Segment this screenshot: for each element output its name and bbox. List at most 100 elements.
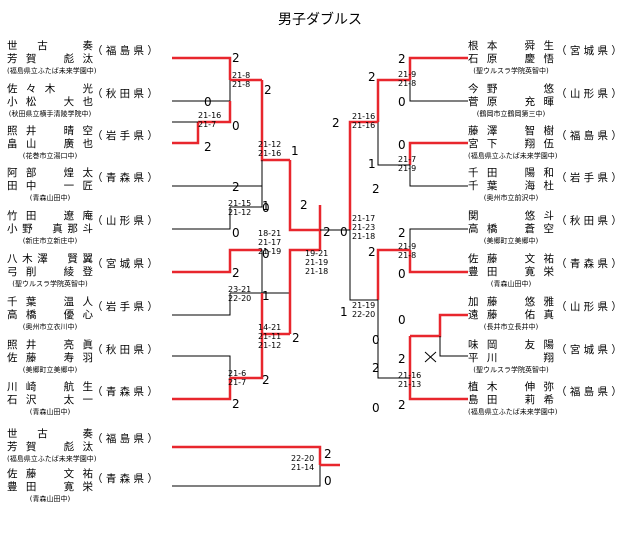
school-name: (福島県立ふたば未来学園中) [7,67,97,75]
match-score: 21-13 [398,380,421,389]
player-name: 石原 慶悟 [468,53,554,65]
player-name: 畠山 廣也 [7,138,93,150]
match-score: 21-17 [258,238,281,247]
game-count: 2 [368,70,376,84]
player-name: 佐々木 光 [7,83,93,95]
match-score: 21-14 [291,463,314,472]
left-entry: 照井 晴空畠山 廣也(花巻市立湯口中) [7,125,93,162]
match-score: 21-19 [258,247,281,256]
winner-path [410,313,468,338]
game-count: 2 [372,361,380,375]
bracket-line [377,122,410,166]
game-count: 1 [340,305,348,319]
game-count: 0 [372,401,380,415]
game-count: 2 [398,226,406,240]
match-score: 18-21 [258,229,281,238]
match-score: 21-9 [398,70,416,79]
game-count: 0 [398,313,406,327]
player-name: 佐藤 文祐 [7,468,93,480]
player-name: 竹田 遼庵 [7,210,93,222]
game-count: 1 [291,144,299,158]
player-name: 藤澤 智樹 [468,125,554,137]
match-score: 21-16 [258,149,281,158]
school-name: (福島県立ふたば未来学園中) [468,408,558,416]
bracket-line [172,355,231,378]
game-count: 2 [323,225,331,239]
left-entry: 竹田 遼庵小野 真那斗(新庄市立新庄中) [7,210,93,247]
bracket-line [409,228,468,250]
game-count: 1 [368,157,376,171]
player-name: 加藤 悠雅 [468,296,554,308]
prefecture-label: （ 青 森 県 ） [556,258,622,270]
player-name: 関 悠斗 [468,210,554,222]
match-score: 22-20 [291,454,314,463]
game-count: 0 [398,267,406,281]
match-score: 21-19 [305,258,328,267]
right-entry: 藤澤 智樹宮下 翔伍(福島県立ふたば未来学園中) [468,125,557,162]
school-name: (奥州市立衣川中) [22,323,78,331]
match-score: 21-16 [352,112,375,121]
bracket-line [409,165,468,187]
winner-path [198,101,232,124]
match-score: 22-20 [352,310,375,319]
player-name: 豊田 寛栄 [468,266,554,278]
player-name: 高橋 優心 [7,309,93,321]
prefecture-label: （ 秋 田 県 ） [556,215,622,227]
prefecture-label: （ 山 形 県 ） [556,88,622,100]
game-count: 2 [232,180,240,194]
winner-path [408,141,468,165]
game-count: 2 [368,245,376,259]
school-name: (美郷町立美郷中) [22,366,78,374]
player-name: 味岡 友陽 [468,339,554,351]
game-count: 2 [398,398,406,412]
match-score: 23-21 [228,285,251,294]
player-name: 小野 真那斗 [7,223,93,235]
match-score: 21-16 [398,371,421,380]
game-count: 1 [262,289,270,303]
winner-path [172,248,262,274]
school-name: (花巻市立湯口中) [22,152,78,160]
player-name: 世 古 奏 [7,428,93,440]
prefecture-label: （ 宮 城 県 ） [556,344,622,356]
winner-path [376,248,410,300]
prefecture-label: （ 青 森 県 ） [92,172,158,184]
match-score: 14-21 [258,323,281,332]
player-name: 芳賀 彪汰 [7,53,93,65]
right-entry: 関 悠斗高橋 蒼空(美郷町立美郷中) [468,210,554,247]
bracket-line [172,80,231,102]
match-score: 21-19 [352,301,375,310]
game-count: 2 [204,140,212,154]
match-score: 21-15 [228,199,251,208]
prefecture-label: （ 岩 手 県 ） [556,172,622,184]
player-name: 阿部 煌太 [7,167,93,179]
game-count: 2 [324,447,332,461]
prefecture-label: （ 福 島 県 ） [556,130,622,142]
winner-path [376,78,410,122]
game-count: 0 [340,225,348,239]
player-name: 千田 陽和 [468,167,554,179]
bracket-line [409,80,468,102]
player-name: 世 古 奏 [7,40,93,52]
match-score: 21-9 [398,242,416,251]
match-score: 21-18 [305,267,328,276]
player-name: 今野 悠 [468,83,554,95]
match-score: 21-23 [352,223,375,232]
school-name: (青森山田中) [29,194,71,202]
prefecture-label: （ 青 森 県 ） [92,473,158,485]
winner-path [288,160,322,232]
right-entry: 今野 悠菅原 充暉(鶴岡市立鶴岡第三中) [468,83,554,120]
player-name: 根本 舜生 [468,40,554,52]
match-score: 21-12 [258,341,281,350]
player-name: 宮下 翔伍 [468,138,554,150]
player-name: 高橋 蒼空 [468,223,554,235]
third-place-entry: 世 古 奏芳賀 彪汰(福島県立ふたば未来学園中) [7,428,96,465]
right-entry: 味岡 友陽平川 翔(聖ウルスラ学院英智中) [468,339,554,376]
bracket-line [349,230,378,301]
bracket-line [172,465,321,487]
left-entry: 千葉 温人高橋 優心(奥州市立衣川中) [7,296,93,333]
player-name: 芳賀 彪汰 [7,441,93,453]
school-name: (青森山田中) [29,408,71,416]
winner-path [230,334,264,380]
prefecture-label: （ 宮 城 県 ） [556,45,622,57]
winner-path [172,122,200,145]
